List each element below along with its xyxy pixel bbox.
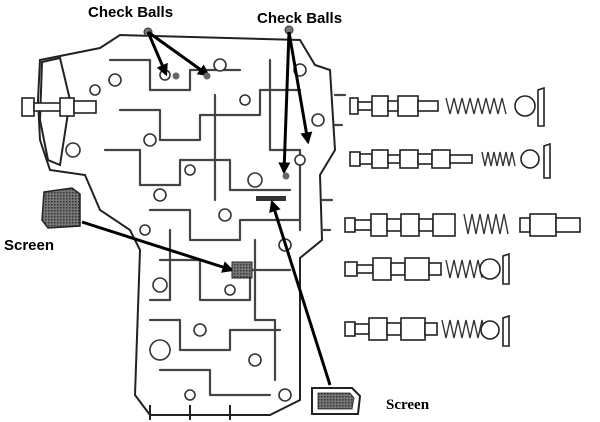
check-ball	[282, 172, 290, 180]
valve-row-4	[344, 252, 510, 285]
screen-installed	[231, 261, 253, 279]
screen-part	[41, 187, 81, 229]
valve-row-2	[349, 142, 551, 179]
check-balls-right-group	[278, 25, 313, 180]
screen-label-bottom: Screen	[386, 397, 430, 413]
check-balls-left-group	[143, 27, 211, 80]
check-ball	[203, 72, 211, 80]
arrow	[269, 199, 332, 386]
screen-slot	[256, 196, 286, 201]
valve-row-3	[344, 213, 581, 237]
valve-row-1	[349, 86, 545, 127]
valve-row-5	[344, 314, 510, 347]
left-valve	[21, 97, 97, 117]
arrow	[287, 31, 313, 145]
screen-bottom-group	[256, 196, 362, 415]
arrow	[278, 31, 291, 175]
arrow	[147, 30, 210, 77]
screen-label-left: Screen	[4, 237, 54, 254]
screen-left-group	[41, 187, 253, 279]
check-balls-label-left: Check Balls	[88, 4, 173, 21]
check-balls-label-right: Check Balls	[257, 10, 342, 27]
check-ball	[172, 72, 180, 80]
arrow	[81, 220, 235, 273]
arrow	[146, 31, 168, 77]
